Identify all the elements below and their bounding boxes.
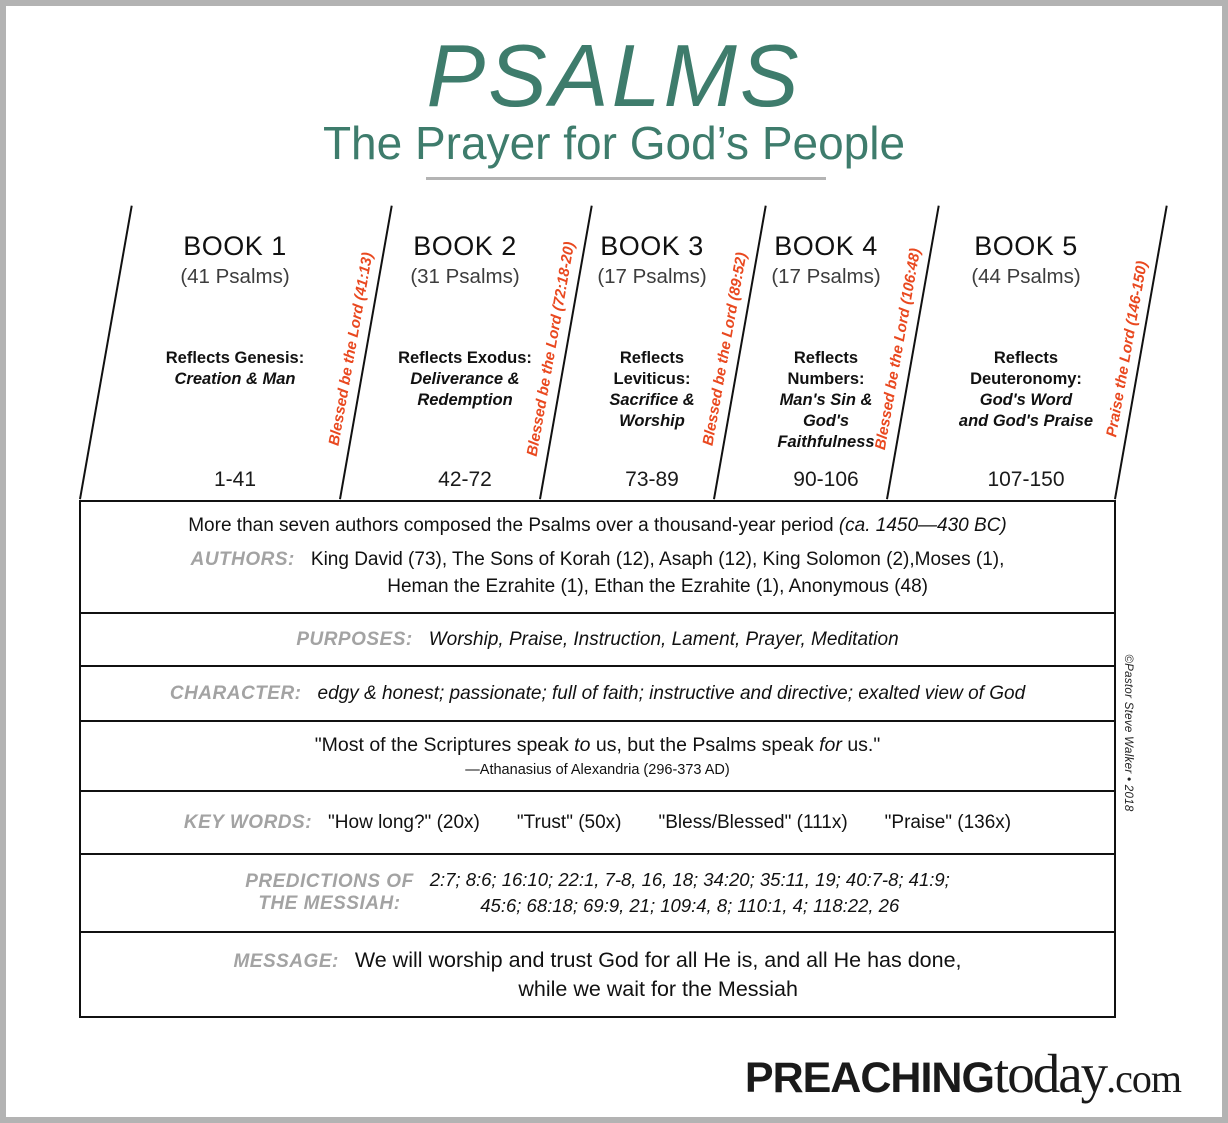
purposes-label: PURPOSES: [296, 628, 413, 650]
book-title: BOOK 3 [600, 231, 704, 261]
book-column-4: BOOK 4 (17 Psalms) Reflects Numbers:Man'… [716, 201, 936, 499]
book-psalm-count: (31 Psalms) [410, 265, 520, 288]
quote-post: us." [841, 734, 881, 756]
character-value: edgy & honest; passionate; full of faith… [317, 682, 1026, 704]
quote-pre: "Most of the Scriptures speak [314, 734, 575, 756]
row-keywords: KEY WORDS: "How long?" (20x) "Trust" (50… [81, 790, 1114, 853]
book-psalm-count: (44 Psalms) [971, 265, 1081, 288]
message-value: We will worship and trust God for all He… [354, 947, 962, 1001]
character-label: CHARACTER: [169, 682, 302, 704]
reflects-head: Reflects Exodus: [398, 349, 532, 367]
quote-italic-to: to [574, 734, 591, 756]
book-reflects: Reflects Deuteronomy:God's Word and God'… [916, 348, 1136, 432]
reflects-theme: God's Word and God's Praise [958, 391, 1094, 430]
logo-preaching: PREACHING [744, 1054, 995, 1102]
logo-today: today [993, 1043, 1108, 1104]
reflects-head: Reflects Deuteronomy: [970, 349, 1082, 388]
row-quote: "Most of the Scriptures speak to us, but… [81, 720, 1114, 790]
book-reflects: Reflects Exodus: Deliverance & Redemption [355, 348, 575, 411]
keyword-item: "Praise" (136x) [884, 811, 1012, 833]
reflects-theme: Man's Sin & God's Faithfulness [777, 391, 875, 451]
book-psalm-count: (17 Psalms) [771, 265, 881, 288]
reflects-theme: Creation & Man [174, 370, 296, 388]
authors-value: King David (73), The Sons of Korah (12),… [310, 548, 1005, 597]
book-title: BOOK 5 [974, 231, 1078, 261]
authors-intro: More than seven authors composed the Psa… [188, 515, 1007, 537]
page-subtitle: The Prayer for God’s People [322, 117, 906, 169]
quote-attribution: —Athanasius of Alexandria (296-373 AD) [465, 762, 730, 778]
reflects-head: Reflects Genesis: [165, 349, 305, 367]
row-message: MESSAGE: We will worship and trust God f… [81, 931, 1114, 1016]
reflects-head: Reflects Numbers: [787, 349, 865, 388]
book-column-5: BOOK 5 (44 Psalms) Reflects Deuteronomy:… [916, 201, 1136, 499]
book-range: 90-106 [793, 468, 859, 491]
book-psalm-count: (17 Psalms) [597, 265, 707, 288]
intro-text: More than seven authors composed the Psa… [188, 514, 839, 536]
book-range: 1-41 [213, 468, 257, 491]
book-reflects: Reflects Leviticus:Sacrifice & Worship [542, 348, 762, 432]
row-authors: More than seven authors composed the Psa… [81, 502, 1114, 612]
book-psalm-count: (41 Psalms) [180, 265, 290, 288]
predictions-value: 2:7; 8:6; 16:10; 22:1, 7-8, 16, 18; 34:2… [429, 869, 950, 916]
book-column-3: BOOK 3 (17 Psalms) Reflects Leviticus:Sa… [542, 201, 762, 499]
book-range: 107-150 [987, 468, 1065, 491]
purposes-value: Worship, Praise, Instruction, Lament, Pr… [428, 628, 899, 650]
title-divider [426, 177, 826, 180]
message-label: MESSAGE: [233, 950, 339, 972]
keyword-item: "How long?" (20x) [328, 811, 480, 833]
row-predictions: PREDICTIONS OF THE MESSIAH: 2:7; 8:6; 16… [81, 853, 1114, 931]
book-range: 42-72 [438, 468, 492, 491]
reflects-theme: Deliverance & Redemption [410, 370, 520, 409]
intro-date-range: (ca. 1450—430 BC) [838, 514, 1007, 536]
quote-mid: us, but the Psalms speak [590, 734, 820, 756]
book-title: BOOK 1 [183, 231, 287, 261]
authors-label: AUTHORS: [190, 548, 295, 570]
logo-com: .com [1106, 1056, 1182, 1101]
quote-italic-for: for [819, 734, 842, 756]
predictions-label: PREDICTIONS OF THE MESSIAH: [245, 871, 414, 914]
page-title: PSALMS [426, 26, 802, 125]
keyword-item: "Bless/Blessed" (111x) [658, 811, 848, 833]
row-character: CHARACTER: edgy & honest; passionate; fu… [81, 665, 1114, 720]
keywords-label: KEY WORDS: [183, 811, 313, 833]
details-table: More than seven authors composed the Psa… [79, 500, 1116, 1018]
book-column-1: BOOK 1 (41 Psalms) Reflects Genesis: Crea… [125, 201, 345, 499]
keyword-item: "Trust" (50x) [516, 811, 622, 833]
keywords-list: "How long?" (20x) "Trust" (50x) "Bless/B… [328, 812, 1011, 834]
reflects-head: Reflects Leviticus: [613, 349, 691, 388]
reflects-theme: Sacrifice & Worship [609, 391, 695, 430]
book-title: BOOK 4 [774, 231, 878, 261]
copyright-text: ©Pastor Steve Walker • 2018 [1122, 654, 1134, 812]
row-purposes: PURPOSES: Worship, Praise, Instruction, … [81, 612, 1114, 665]
book-range: 73-89 [625, 468, 679, 491]
book-title: BOOK 2 [413, 231, 517, 261]
book-reflects: Reflects Genesis: Creation & Man [125, 348, 345, 390]
book-column-2: BOOK 2 (31 Psalms) Reflects Exodus: Deliv… [355, 201, 575, 499]
book-reflects: Reflects Numbers:Man's Sin & God's Faith… [716, 348, 936, 453]
quote-text: "Most of the Scriptures speak to us, but… [315, 734, 881, 757]
